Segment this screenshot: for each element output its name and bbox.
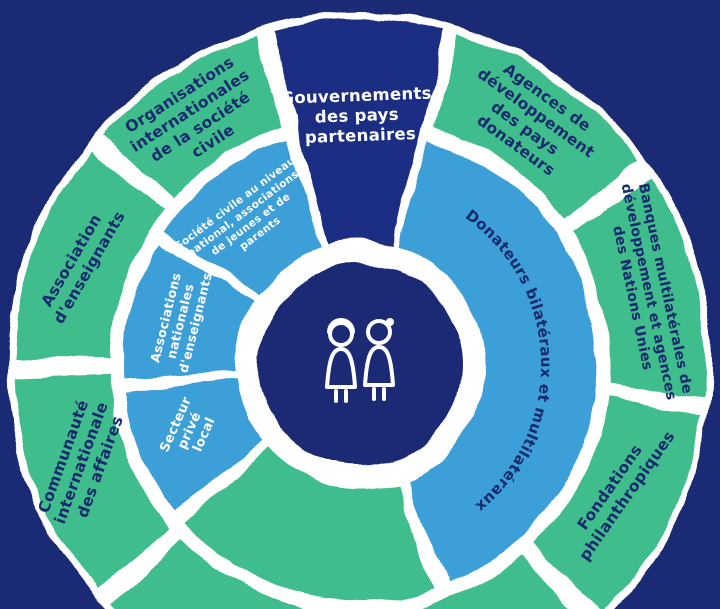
person-right-legs <box>372 387 386 401</box>
segment-partial-bottom-inner <box>184 446 433 602</box>
person-left-legs <box>334 389 348 403</box>
person-right-head <box>366 319 392 345</box>
segment-secteur-prive <box>125 379 264 511</box>
person-right-body <box>363 345 395 387</box>
segment-organisations <box>103 36 283 198</box>
segment-donateurs <box>395 139 596 584</box>
segment-societe-civile <box>164 140 323 297</box>
segment-communaute <box>15 373 170 589</box>
center-circle <box>259 264 461 466</box>
segment-gouvernements <box>273 20 447 247</box>
person-left-hair <box>327 318 355 334</box>
segment-partial-bottom-left <box>111 538 306 609</box>
person-left-body <box>325 347 357 389</box>
two-people-icon <box>325 318 395 403</box>
segment-association-enseignants <box>15 150 165 359</box>
segment-agences <box>433 35 640 218</box>
segment-associations-nationales <box>123 245 255 380</box>
person-left-head <box>328 321 354 347</box>
segment-fondations <box>533 399 702 609</box>
segment-partial-bottom-right <box>414 555 569 609</box>
segment-banques <box>570 179 706 396</box>
